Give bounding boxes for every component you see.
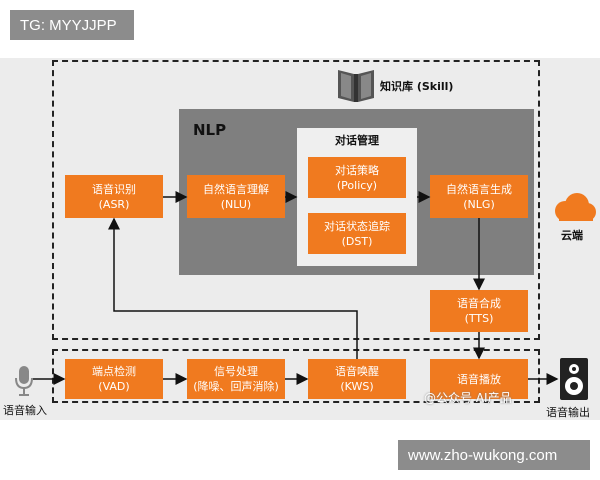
- voice-output-label: 语音输出: [546, 406, 590, 419]
- asr-line2: (ASR): [98, 197, 130, 211]
- vad-box: 端点检测 (VAD): [65, 359, 163, 399]
- playback-box: 语音播放: [430, 359, 528, 399]
- watermark-text: @公众号 AI产品: [424, 391, 512, 405]
- dst-line1: 对话状态追踪: [324, 219, 390, 233]
- nlu-line1: 自然语言理解: [203, 182, 269, 196]
- policy-box: 对话策略 (Policy): [308, 157, 406, 198]
- microphone-icon: [14, 365, 34, 397]
- nlg-box: 自然语言生成 (NLG): [430, 175, 528, 218]
- dst-line2: (DST): [341, 234, 373, 248]
- asr-box: 语音识别 (ASR): [65, 175, 163, 218]
- asr-line1: 语音识别: [92, 182, 136, 196]
- signal-line1: 信号处理: [214, 365, 258, 378]
- nlu-box: 自然语言理解 (NLU): [187, 175, 285, 218]
- bottom-badge-text: www.zho-wukong.com: [408, 446, 558, 464]
- kws-line2: (KWS): [340, 380, 374, 393]
- bottom-badge: www.zho-wukong.com: [398, 440, 590, 470]
- nlg-line2: (NLG): [463, 197, 495, 211]
- vad-line2: (VAD): [98, 380, 130, 393]
- voice-input-label: 语音输入: [3, 404, 47, 417]
- book-icon: [336, 66, 376, 104]
- playback-line1: 语音播放: [457, 372, 501, 386]
- tts-line2: (TTS): [464, 312, 494, 325]
- dst-box: 对话状态追踪 (DST): [308, 213, 406, 254]
- cloud-label: 云端: [561, 229, 583, 242]
- nlp-title: NLP: [193, 121, 227, 139]
- nlu-line2: (NLU): [220, 197, 252, 211]
- kws-line1: 语音唤醒: [335, 365, 379, 378]
- speaker-icon: [559, 357, 589, 401]
- kws-box: 语音唤醒 (KWS): [308, 359, 406, 399]
- cloud-icon: [549, 193, 599, 223]
- top-badge: TG: MYYJJPP: [10, 10, 134, 40]
- top-badge-text: TG: MYYJJPP: [20, 16, 117, 34]
- tts-line1: 语音合成: [457, 297, 501, 310]
- policy-line2: (Policy): [336, 178, 378, 192]
- vad-line1: 端点检测: [92, 365, 136, 378]
- dialog-management-title: 对话管理: [335, 134, 379, 147]
- signal-processing-box: 信号处理 (降噪、回声消除): [187, 359, 285, 399]
- signal-line2: (降噪、回声消除): [193, 380, 279, 393]
- nlg-line1: 自然语言生成: [446, 182, 512, 196]
- tts-box: 语音合成 (TTS): [430, 290, 528, 332]
- knowledge-base-label: 知识库 (Skill): [380, 80, 454, 93]
- policy-line1: 对话策略: [335, 163, 379, 177]
